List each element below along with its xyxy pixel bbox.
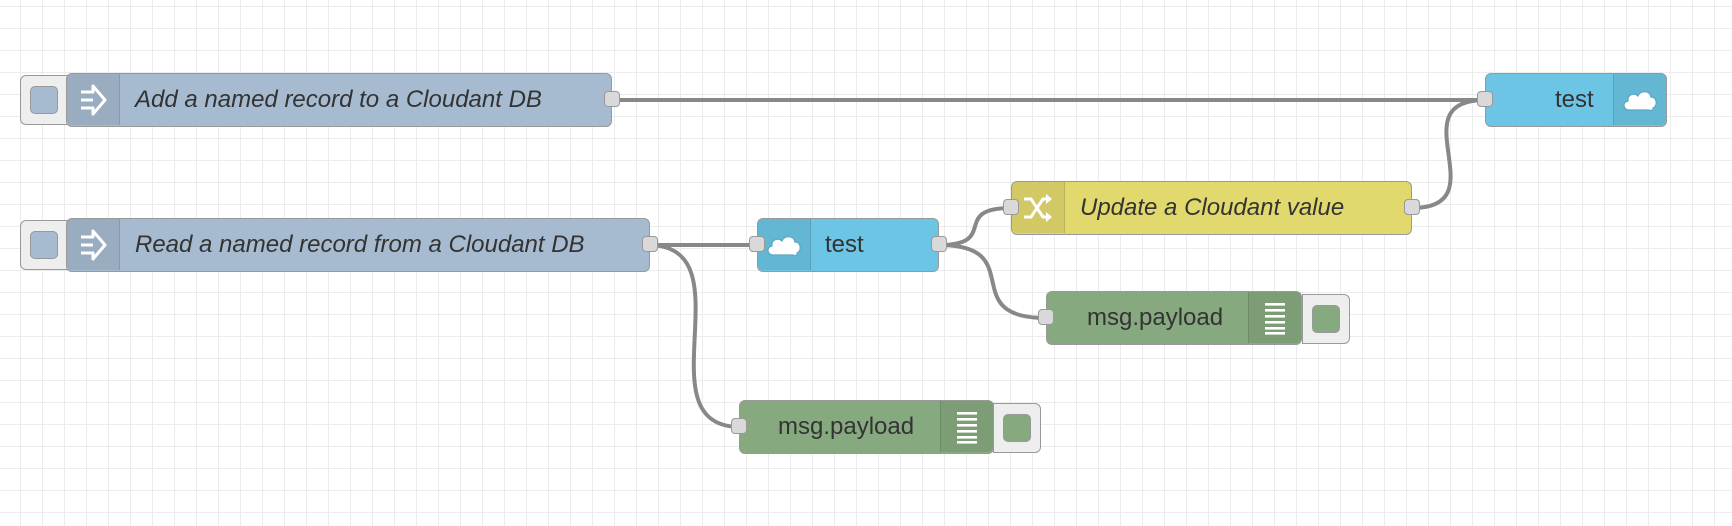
- input-port[interactable]: [749, 236, 765, 252]
- cloud-icon: [758, 219, 811, 270]
- node-label: Update a Cloudant value: [1080, 194, 1345, 221]
- wire-change-to-cloudant-out[interactable]: [1410, 98, 1487, 210]
- wire-cloudant-in-to-change[interactable]: [937, 206, 1013, 247]
- inject-arrow-icon: [67, 74, 120, 125]
- input-port[interactable]: [731, 418, 747, 434]
- wire-cloudant-in-to-debug1[interactable]: [937, 243, 1048, 320]
- output-port[interactable]: [604, 91, 620, 107]
- output-port[interactable]: [1404, 199, 1420, 215]
- inject-trigger-button[interactable]: [20, 220, 68, 270]
- node-label: Read a named record from a Cloudant DB: [135, 231, 585, 258]
- input-port[interactable]: [1477, 91, 1493, 107]
- cloud-icon: [1613, 74, 1666, 125]
- inject-node-read-record[interactable]: Read a named record from a Cloudant DB: [66, 218, 658, 272]
- list-icon: [1248, 292, 1301, 343]
- list-icon: [940, 401, 993, 452]
- inject-trigger-square: [30, 231, 58, 259]
- node-label: msg.payload: [1087, 304, 1224, 331]
- debug-toggle-button[interactable]: [993, 403, 1041, 453]
- change-node-update-value[interactable]: Update a Cloudant value: [1003, 181, 1420, 235]
- inject-trigger-button[interactable]: [20, 75, 68, 125]
- debug-node-1[interactable]: msg.payload: [1038, 291, 1302, 345]
- output-port[interactable]: [931, 236, 947, 252]
- cloudant-out-node[interactable]: test: [1477, 73, 1667, 127]
- input-port[interactable]: [1038, 309, 1054, 325]
- node-label: Add a named record to a Cloudant DB: [135, 86, 542, 113]
- shuffle-icon: [1012, 182, 1065, 233]
- node-label: test: [1555, 86, 1594, 113]
- input-port[interactable]: [1003, 199, 1019, 215]
- debug-node-2[interactable]: msg.payload: [731, 400, 994, 454]
- node-label: test: [825, 231, 864, 258]
- debug-toggle-button[interactable]: [1302, 294, 1350, 344]
- inject-arrow-icon: [67, 219, 120, 270]
- inject-node-add-record[interactable]: Add a named record to a Cloudant DB: [66, 73, 620, 127]
- node-label: msg.payload: [778, 413, 915, 440]
- inject-trigger-square: [30, 86, 58, 114]
- wire-inject2-to-debug2[interactable]: [646, 243, 742, 429]
- output-port[interactable]: [642, 236, 658, 252]
- debug-toggle-square: [1003, 414, 1031, 442]
- debug-toggle-square: [1312, 305, 1340, 333]
- cloudant-in-node[interactable]: test: [749, 218, 947, 272]
